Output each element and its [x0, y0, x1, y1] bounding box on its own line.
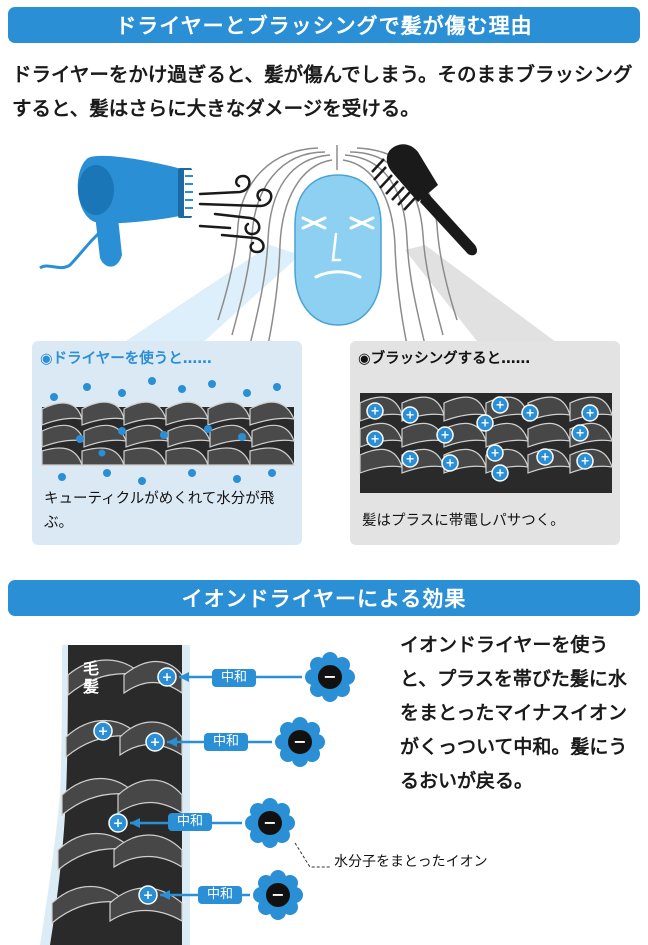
plus-charge-icon: + [476, 414, 494, 432]
plus-charge-icon: + [157, 667, 177, 687]
plus-charge-icon: + [491, 396, 509, 414]
brush-icon [371, 144, 478, 256]
svg-text:+: + [540, 450, 549, 463]
water-ion-icon: − [305, 652, 355, 702]
svg-text:+: + [370, 404, 379, 417]
svg-text:+: + [113, 815, 124, 830]
section-title-banner: ドライヤーとブラッシングで髪が傷む理由 [8, 7, 640, 43]
face-icon [294, 174, 382, 326]
svg-text:+: + [495, 398, 504, 411]
svg-text:+: + [580, 454, 589, 467]
svg-text:+: + [405, 408, 414, 421]
brush-effect-panel: ◉ブラッシングすると…… +++++++++++++++ 髪はプラスに帯電しパサ… [350, 341, 620, 545]
ion-effect-text: イオンドライヤーを使うと、プラスを帯びた髪に水をまとったマイナスイオンがくっつい… [400, 634, 628, 792]
svg-text:−: − [293, 732, 306, 751]
plus-charge-icon: + [366, 402, 384, 420]
plus-charge-icon: + [536, 448, 554, 466]
plus-charge-icon: + [436, 426, 454, 444]
neutralize-label: 中和 [204, 733, 248, 751]
plus-charge-icon: + [491, 464, 509, 482]
svg-text:−: − [323, 667, 336, 686]
dryer-panel-title: ◉ドライヤーを使うと…… [40, 351, 212, 367]
plus-charge-icon: + [441, 454, 459, 472]
svg-text:+: + [480, 416, 489, 429]
section-title-banner-2: イオンドライヤーによる効果 [8, 580, 640, 616]
section-title-2: イオンドライヤーによる効果 [181, 587, 467, 611]
neutralize-label: 中和 [212, 669, 256, 687]
hair-label: 毛髪 [82, 659, 99, 696]
cuticle-lifted-hair-icon [41, 377, 296, 485]
brush-panel-title: ◉ブラッシングすると…… [358, 351, 531, 367]
svg-text:+: + [525, 406, 534, 419]
svg-text:+: + [495, 466, 504, 479]
water-ion-icon: − [275, 717, 325, 767]
plus-charge-icon: + [521, 404, 539, 422]
plus-charge-icon: + [108, 813, 128, 833]
zoom-beam-right [405, 245, 560, 345]
arrow-head [160, 890, 170, 900]
arrow-head [167, 737, 177, 747]
plus-charge-icon: + [486, 444, 504, 462]
neutralize-label: 中和 [168, 813, 212, 831]
plus-charge-icon: + [366, 430, 384, 448]
hair-strand-closeup: + − + + − + − + − [40, 645, 355, 945]
water-ion-icon: − [245, 798, 295, 848]
svg-text:+: + [575, 426, 584, 439]
dryer-panel-caption: キューティクルがめくれて水分が飛ぶ。 [44, 491, 275, 531]
plus-charge-icon: + [145, 732, 165, 752]
svg-text:+: + [98, 723, 109, 738]
plus-charge-markers: +++++++++++++++ [366, 396, 599, 482]
hair-dryer-icon [39, 155, 194, 270]
svg-text:−: − [271, 885, 284, 904]
svg-text:+: + [370, 432, 379, 445]
svg-text:+: + [162, 669, 173, 684]
section-title: ドライヤーとブラッシングで髪が傷む理由 [115, 14, 533, 38]
svg-text:+: + [585, 406, 594, 419]
plus-charge-icon: + [581, 404, 599, 422]
charged-hair-icon: +++++++++++++++ [359, 393, 613, 493]
ion-callout-label: 水分子をまとったイオン [334, 854, 488, 870]
svg-text:+: + [445, 456, 454, 469]
svg-text:+: + [150, 734, 161, 749]
svg-text:+: + [440, 428, 449, 441]
plus-charge-icon: + [401, 450, 419, 468]
water-ion-icon: − [253, 870, 303, 920]
brush-panel-caption: 髪はプラスに帯電しパサつく。 [362, 513, 565, 529]
wind-icon [198, 174, 273, 254]
svg-text:+: + [490, 446, 499, 459]
dryer-effect-panel: ◉ドライヤーを使うと…… [32, 341, 302, 545]
zoom-beam-left [120, 245, 300, 345]
arrow-head [130, 818, 140, 828]
plus-charge-icon: + [401, 406, 419, 424]
arrow-head [179, 672, 189, 682]
svg-text:+: + [405, 452, 414, 465]
neutralize-label: 中和 [198, 886, 242, 904]
damage-illustration [39, 144, 560, 346]
plus-charge-icon: + [138, 885, 158, 905]
plus-charge-icon: + [93, 721, 113, 741]
plus-charge-icon: + [571, 424, 589, 442]
intro-text: ドライヤーをかけ過ぎると、髪が傷んでしまう。そのままブラッシングすると、髪はさら… [12, 63, 633, 120]
plus-charge-icon: + [576, 452, 594, 470]
svg-text:−: − [263, 813, 276, 832]
svg-text:+: + [143, 887, 154, 902]
